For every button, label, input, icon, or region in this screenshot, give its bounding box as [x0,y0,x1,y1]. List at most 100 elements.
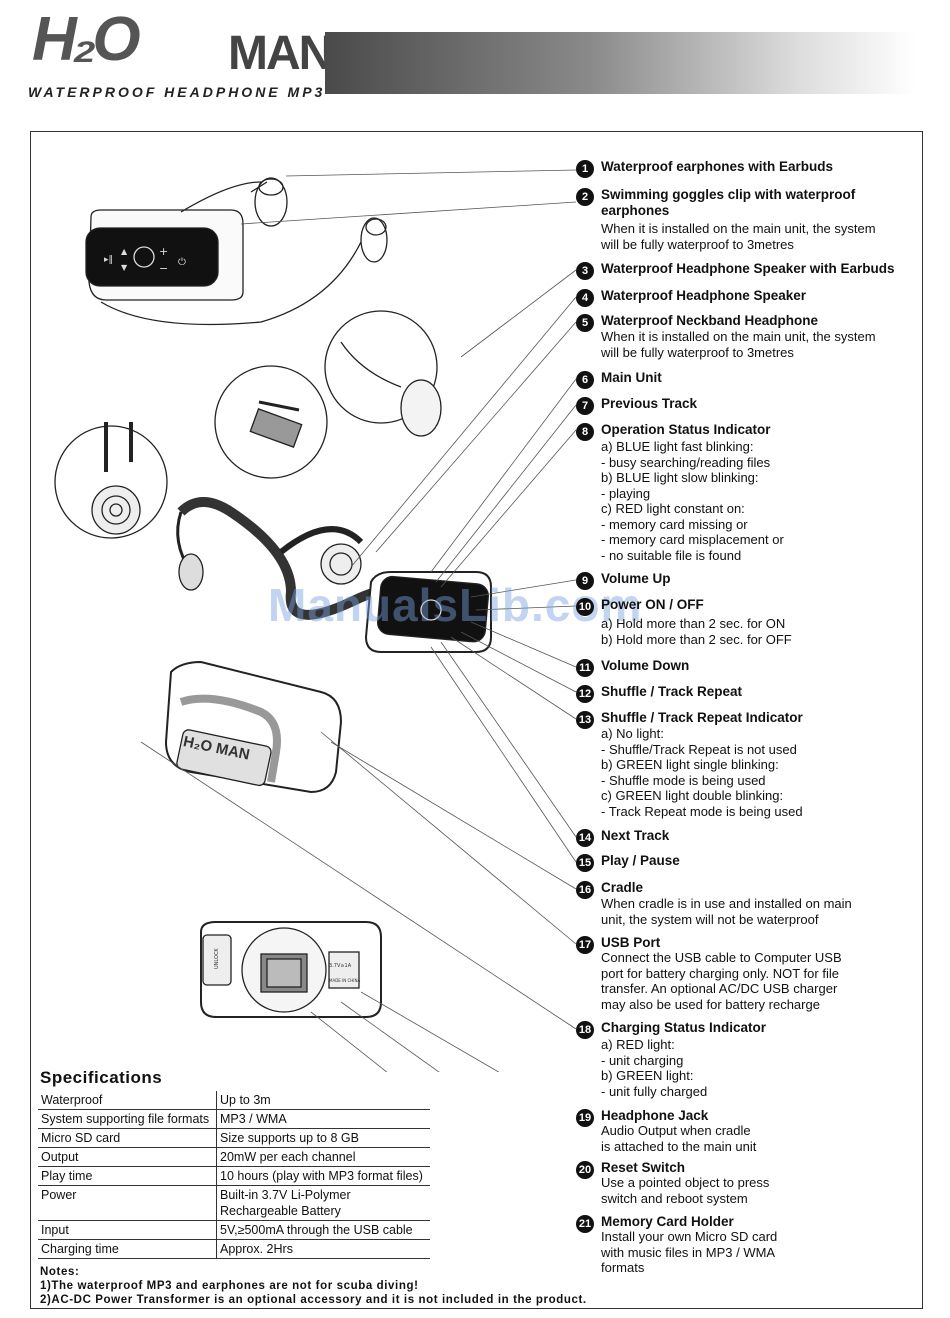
earbud-left [250,177,288,227]
feature-title: Shuffle / Track Repeat [601,684,743,699]
spec-key: Charging time [38,1239,217,1259]
spec-value: Built-in 3.7V Li-Polymer Rechargeable Ba… [216,1185,430,1221]
feature-number: 18 [576,1021,594,1039]
svg-text:▸‖: ▸‖ [104,255,113,265]
spec-value: Approx. 2Hrs [216,1239,430,1259]
svg-text:MADE IN CHINA: MADE IN CHINA [329,978,360,983]
feature-body: a) BLUE light fast blinking: - busy sear… [601,439,784,563]
brand-logo: H₂O MAN WATERPROOF HEADPHONE MP3 [28,4,333,100]
feature-title: Waterproof Headphone Speaker with Earbud… [601,261,895,276]
feature-title: Charging Status Indicator [601,1020,767,1035]
feature-number: 8 [576,423,594,441]
feature-number: 3 [576,262,594,280]
feature-title: Reset Switch [601,1160,686,1175]
spec-value: Up to 3m [216,1091,430,1110]
feature-title: Volume Down [601,658,690,673]
note-line: 1)The waterproof MP3 and earphones are n… [40,1280,419,1292]
svg-text:▲: ▲ [121,247,128,256]
feature-number: 12 [576,685,594,703]
feature-title: Shuffle / Track Repeat Indicator [601,710,803,725]
feature-body: Install your own Micro SD card with musi… [601,1229,778,1275]
note-line: 2)AC-DC Power Transformer is an optional… [40,1294,587,1306]
feature-title: Previous Track [601,396,698,411]
svg-text:UNLOCK: UNLOCK [214,948,220,969]
feature-title: Waterproof Neckband Headphone [601,313,819,328]
feature-number: 6 [576,371,594,389]
feature-title: Waterproof Headphone Speaker [601,288,807,303]
feature-number: 16 [576,881,594,899]
spec-key: Micro SD card [38,1128,217,1148]
feature-number: 15 [576,854,594,872]
feature-number: 21 [576,1215,594,1233]
feature-number: 14 [576,829,594,847]
feature-title: Memory Card Holder [601,1214,734,1229]
spec-value: MP3 / WMA [216,1109,430,1129]
feature-title: Waterproof earphones with Earbuds [601,159,834,174]
feature-body: When it is installed on the main unit, t… [601,221,876,252]
svg-text:▼: ▼ [121,263,128,272]
leader-lines [140,169,577,1072]
feature-number: 7 [576,397,594,415]
earbud-right [360,217,388,263]
feature-title: Swimming goggles clip with waterproof ea… [601,187,856,218]
feature-body: Audio Output when cradle is attached to … [601,1123,757,1154]
notes-title: Notes: [40,1266,80,1278]
feature-title: Power ON / OFF [601,597,704,612]
feature-title: Next Track [601,828,670,843]
goggles-clip-unit: ▸‖ ▲ ▼ + − ⏻ [85,181,362,326]
feature-body: a) No light: - Shuffle/Track Repeat is n… [601,726,803,819]
spec-key: Play time [38,1166,217,1186]
svg-text:⏻: ⏻ [178,257,186,268]
feature-number: 19 [576,1109,594,1127]
feature-number: 10 [576,598,594,616]
logo-man: MAN [228,27,333,80]
feature-body: a) RED light: - unit charging b) GREEN l… [601,1037,708,1099]
spec-key: System supporting file formats [38,1109,217,1129]
spec-key: Output [38,1147,217,1167]
feature-number: 20 [576,1161,594,1179]
feature-title: Play / Pause [601,853,680,868]
feature-body: Connect the USB cable to Computer USB po… [601,950,842,1012]
feature-title: Operation Status Indicator [601,422,771,437]
feature-title: USB Port [601,935,661,950]
spec-value: 20mW per each channel [216,1147,430,1167]
product-illustration: ▸‖ ▲ ▼ + − ⏻ [54,169,577,1072]
spec-value: 5V,≥500mA through the USB cable [216,1220,430,1240]
page-header: H₂O MAN WATERPROOF HEADPHONE MP3 [0,0,950,110]
feature-body: When it is installed on the main unit, t… [601,329,876,360]
feature-body: When cradle is in use and installed on m… [601,896,852,927]
content-frame [30,131,923,1309]
feature-number: 4 [576,289,594,307]
feature-title: Cradle [601,880,644,895]
notes: Notes: 1)The waterproof MP3 and earphone… [40,1265,587,1307]
cradle-unit: H₂O MAN [164,660,343,794]
spec-key: Input [38,1220,217,1240]
feature-number: 5 [576,314,594,332]
svg-text:−: − [159,262,168,275]
feature-number: 17 [576,936,594,954]
feature-body: a) Hold more than 2 sec. for ON b) Hold … [601,616,792,647]
specifications-title: Specifications [40,1068,163,1087]
feature-title: Main Unit [601,370,662,385]
feature-number: 2 [576,188,594,206]
feature-title: Volume Up [601,571,671,586]
feature-number: 13 [576,711,594,729]
feature-body: Use a pointed object to press switch and… [601,1175,770,1206]
spec-value: 10 hours (play with MP3 format files) [216,1166,430,1186]
unit-back-view: 3.7V≥1A MADE IN CHINA UNLOCK [200,921,382,1018]
feature-number: 9 [576,572,594,590]
feature-title: Headphone Jack [601,1108,709,1123]
logo-h2o: H₂O [32,5,141,74]
spec-key: Waterproof [38,1091,217,1110]
header-gradient-bar [325,32,915,94]
svg-text:+: + [159,245,168,258]
feature-number: 1 [576,160,594,178]
spec-key: Power [38,1185,217,1221]
